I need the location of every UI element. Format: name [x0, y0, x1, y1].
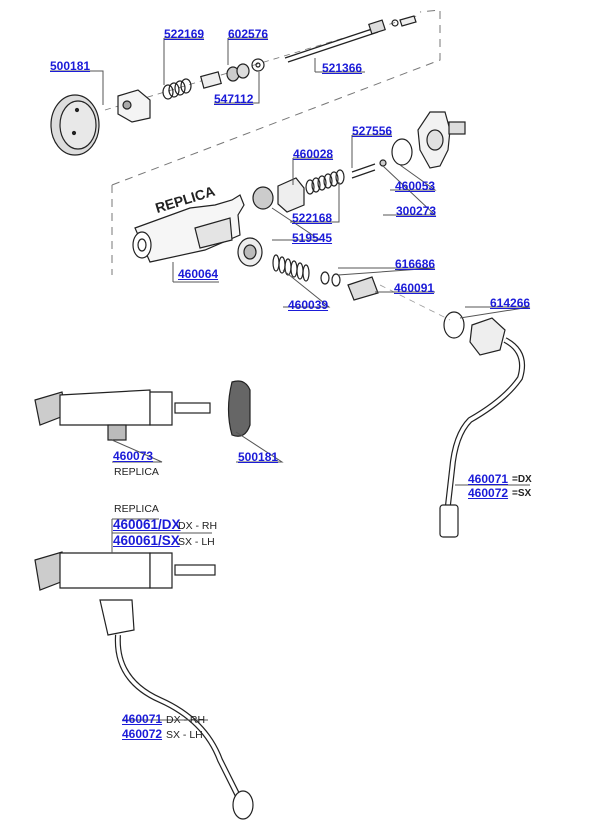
part-link-460072-right[interactable]: 460072 [468, 486, 509, 500]
dashed-frame [111, 9, 441, 275]
part-link-460071-bottom[interactable]: 460071 [122, 712, 163, 726]
knob-assembly-icon [227, 380, 251, 437]
part-link-500181-assembly[interactable]: 500181 [238, 450, 279, 464]
part-link-460061-dx[interactable]: 460061/DX [113, 517, 181, 532]
valve-body-icon [132, 194, 245, 263]
note-dx-rh-460071: DX - RH [166, 714, 206, 726]
spring-522169-icon [162, 78, 192, 100]
leader-lines [50, 37, 531, 721]
note-replica-460061: REPLICA [114, 503, 159, 515]
spring-522168-icon [305, 169, 345, 195]
part-link-602576[interactable]: 602576 [228, 27, 269, 41]
note-sx-lh-460072: SX - LH [166, 729, 203, 741]
dashed-axis-bottom [379, 284, 451, 321]
valve-assembly-460061-icon [34, 551, 254, 820]
note-dx: =DX [512, 474, 532, 485]
note-dx-rh-460061: DX - RH [178, 520, 218, 532]
steam-wand-right-icon [439, 317, 526, 538]
part-link-460072-bottom[interactable]: 460072 [122, 727, 163, 741]
note-sx: =SX [512, 488, 532, 499]
part-link-460039[interactable]: 460039 [288, 298, 329, 312]
part-link-460064[interactable]: 460064 [178, 267, 219, 281]
part-link-500181-top[interactable]: 500181 [50, 59, 91, 73]
part-link-527556[interactable]: 527556 [352, 124, 393, 138]
part-link-521366[interactable]: 521366 [322, 61, 363, 75]
part-link-522169[interactable]: 522169 [164, 27, 205, 41]
part-link-460053[interactable]: 460053 [395, 179, 436, 193]
part-link-522168[interactable]: 522168 [292, 211, 333, 225]
note-sx-lh-460061: SX - LH [178, 536, 215, 548]
knob-top-icon [50, 94, 100, 156]
valve-stem-icon [284, 15, 417, 63]
part-link-519545[interactable]: 519545 [292, 231, 333, 245]
part-link-616686[interactable]: 616686 [395, 257, 436, 271]
part-link-460071-right[interactable]: 460071 [468, 472, 509, 486]
valve-assembly-460073-icon [34, 389, 211, 441]
hex-nut-icon [117, 89, 151, 123]
part-link-460028[interactable]: 460028 [293, 147, 334, 161]
part-link-614266[interactable]: 614266 [490, 296, 531, 310]
note-replica-460073: REPLICA [114, 466, 159, 478]
part-link-460073[interactable]: 460073 [113, 449, 154, 463]
part-link-547112[interactable]: 547112 [214, 92, 254, 106]
part-link-460061-sx[interactable]: 460061/SX [113, 533, 180, 548]
flange-fitting-icon [417, 111, 466, 169]
spring-460039-icon [272, 254, 310, 282]
part-link-300273[interactable]: 300273 [396, 204, 437, 218]
part-link-460091[interactable]: 460091 [394, 281, 435, 295]
